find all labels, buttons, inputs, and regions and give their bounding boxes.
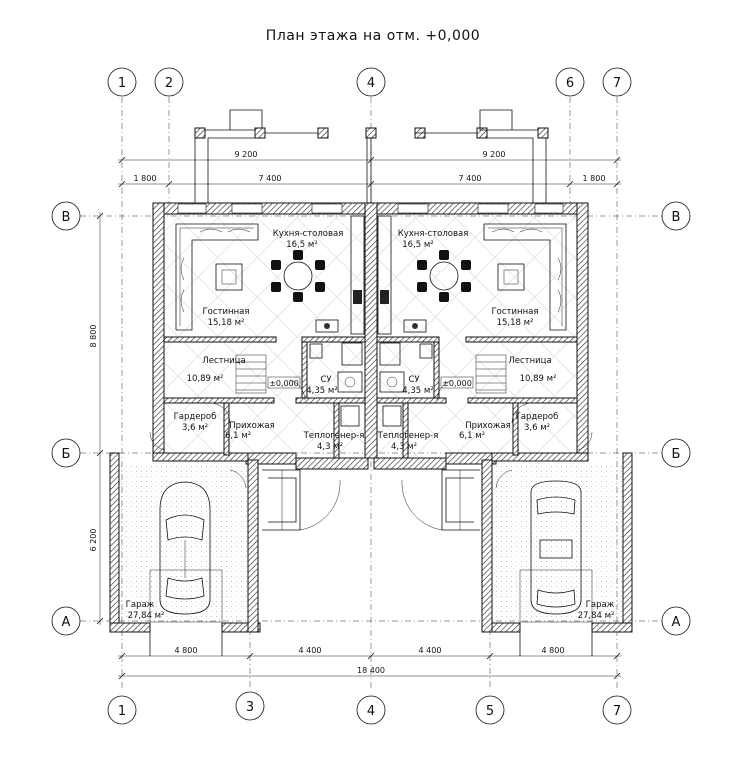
room-area: 27,84 м² xyxy=(578,611,615,621)
entrance-porches xyxy=(262,469,480,531)
axis-label-bottom: 1 xyxy=(118,704,126,719)
level-mark: ±0,000 xyxy=(442,379,472,388)
room-name: СУ xyxy=(408,375,420,385)
bathroom-fixtures xyxy=(309,342,433,427)
exterior-walls xyxy=(152,202,589,470)
room-area: 16,5 м² xyxy=(402,240,433,250)
door-swings xyxy=(149,379,593,489)
car-right xyxy=(530,480,582,615)
room-name: Гостинная xyxy=(492,307,539,317)
axes-top: 1 2 4 6 7 xyxy=(107,67,632,97)
dining-table-left xyxy=(271,250,325,302)
room-area: 10,89 м² xyxy=(187,374,224,384)
plan-title: План этажа на отм. +0,000 xyxy=(265,28,481,44)
room-labels: Кухня-столовая 16,5 м² Кухня-столовая 16… xyxy=(126,229,615,621)
kitchen-counters xyxy=(315,215,427,335)
level-mark: ±0,000 xyxy=(269,379,299,388)
axes-bottom: 1 3 4 5 7 xyxy=(107,691,632,725)
axis-label-bottom: 4 xyxy=(367,704,375,719)
sofa-right xyxy=(483,223,567,331)
dim-bottom: 4 400 xyxy=(299,646,322,655)
axis-label-top: 1 xyxy=(118,76,126,91)
room-name: Теплогенер-я xyxy=(377,431,439,441)
room-area: 6,1 м² xyxy=(225,431,251,441)
room-area: 27,84 м² xyxy=(128,611,165,621)
room-area: 10,89 м² xyxy=(520,374,557,384)
room-area: 3,6 м² xyxy=(182,423,208,433)
room-name: Гардероб xyxy=(174,412,217,422)
room-area: 4,35 м² xyxy=(306,386,337,396)
axis-label-bottom: 3 xyxy=(246,700,254,715)
dim-left-upper: 8 800 xyxy=(89,325,98,348)
interior-walls xyxy=(163,336,578,459)
room-name: Кухня-столовая xyxy=(398,229,469,239)
dim-total: 18 400 xyxy=(357,666,385,675)
dim-bottom: 4 400 xyxy=(419,646,442,655)
dimension-lines: 9 200 9 200 1 800 7 400 7 400 1 800 8 80… xyxy=(89,150,621,680)
dim-bottom: 4 800 xyxy=(175,646,198,655)
car-left xyxy=(159,481,211,615)
room-area: 16,5 м² xyxy=(286,240,317,250)
room-name: Кухня-столовая xyxy=(273,229,344,239)
room-name: Лестница xyxy=(508,356,551,366)
room-name: СУ xyxy=(320,375,332,385)
room-area: 4,3 м² xyxy=(317,442,343,452)
room-area: 6,1 м² xyxy=(459,431,485,441)
dim-top2: 1 800 xyxy=(134,174,157,183)
room-name: Прихожая xyxy=(229,421,275,431)
axis-label-top: 2 xyxy=(165,76,173,91)
level-marks: ±0,000 ±0,000 xyxy=(267,376,474,389)
room-name: Гостинная xyxy=(203,307,250,317)
dim-top-right: 9 200 xyxy=(483,150,506,159)
axis-label-top: 4 xyxy=(367,76,375,91)
room-name: Гардероб xyxy=(516,412,559,422)
axis-label-side: Б xyxy=(62,447,71,462)
axis-label-side: А xyxy=(62,615,71,630)
dim-left-lower: 6 200 xyxy=(89,529,98,552)
axis-label-side: В xyxy=(62,210,71,225)
dim-top2: 1 800 xyxy=(583,174,606,183)
room-area: 15,18 м² xyxy=(497,318,534,328)
axis-label-side: В xyxy=(672,210,681,225)
terraces xyxy=(194,109,549,205)
room-name: Гараж xyxy=(126,600,155,610)
coffee-tables xyxy=(215,263,525,291)
dim-bottom: 4 800 xyxy=(542,646,565,655)
room-area: 4,3 м² xyxy=(391,442,417,452)
sofa-left xyxy=(175,223,259,331)
dim-top2: 7 400 xyxy=(259,174,282,183)
axis-label-bottom: 5 xyxy=(486,704,494,719)
room-name: Гараж xyxy=(586,600,615,610)
room-name: Теплогенер-я xyxy=(303,431,365,441)
axis-label-side: Б xyxy=(672,447,681,462)
dim-top-left: 9 200 xyxy=(235,150,258,159)
stairs xyxy=(235,354,507,394)
room-name: Прихожая xyxy=(465,421,511,431)
axis-label-top: 7 xyxy=(613,76,621,91)
room-name: Лестница xyxy=(202,356,245,366)
garages xyxy=(109,452,633,656)
axis-label-top: 6 xyxy=(566,76,574,91)
axis-label-bottom: 7 xyxy=(613,704,621,719)
room-area: 3,6 м² xyxy=(524,423,550,433)
dining-table-right xyxy=(417,250,471,302)
axis-label-side: А xyxy=(672,615,681,630)
axes-side: В Б А В Б А xyxy=(51,201,691,636)
room-area: 15,18 м² xyxy=(208,318,245,328)
room-area: 4,35 м² xyxy=(402,386,433,396)
dim-top2: 7 400 xyxy=(459,174,482,183)
